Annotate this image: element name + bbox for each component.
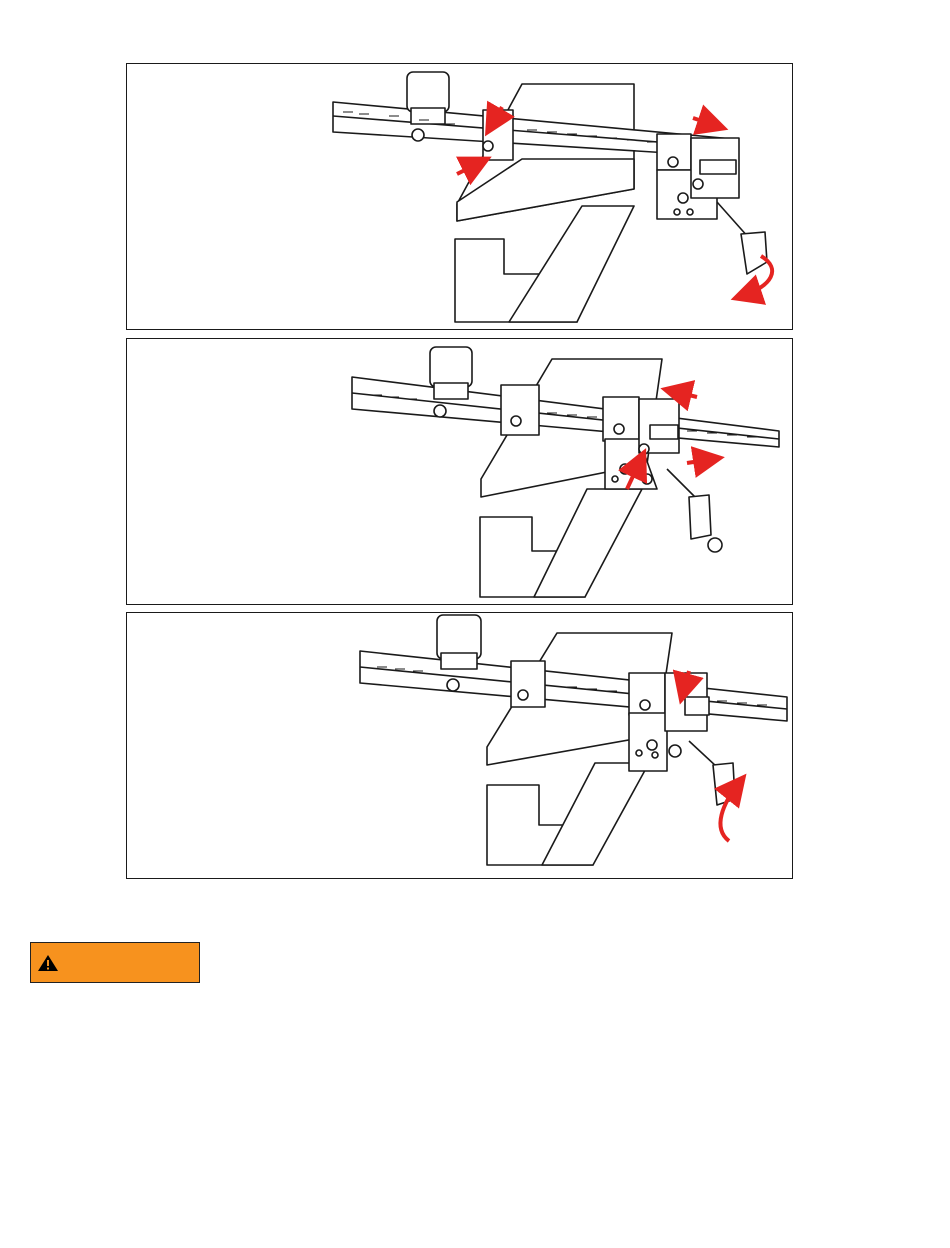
- clamp-block-left: [501, 385, 539, 435]
- clamp-pin: [685, 697, 709, 715]
- slide-left-arrow: [672, 391, 697, 397]
- knob: [430, 347, 472, 387]
- clamp-illustration-3: [127, 613, 793, 879]
- handle: [741, 232, 767, 274]
- clamp-illustration-2: [127, 339, 793, 605]
- clamp-pin: [650, 425, 678, 439]
- knob-base: [441, 653, 477, 669]
- slide-right-arrow: [693, 118, 717, 126]
- handle: [713, 763, 735, 805]
- clamp-block-left: [511, 661, 545, 707]
- beam-lower-flange: [509, 206, 634, 322]
- knob: [407, 72, 449, 112]
- knob-screw: [434, 405, 446, 417]
- clamp-pin: [700, 160, 736, 174]
- warning-triangle-icon: [37, 954, 59, 972]
- handle: [689, 495, 711, 539]
- beam-lower-flange: [534, 489, 642, 597]
- clamp-illustration-1: [127, 64, 793, 330]
- illustration-panel-step-1: [126, 63, 793, 330]
- knob-base: [411, 108, 445, 124]
- beam-lower-flange: [542, 763, 649, 865]
- illustration-panel-step-3: [126, 612, 793, 879]
- knob-screw: [412, 129, 424, 141]
- slide-right-arrow: [687, 459, 713, 463]
- knob-screw: [447, 679, 459, 691]
- warning-badge: [30, 942, 200, 983]
- illustration-panel-step-2: [126, 338, 793, 605]
- knob-base: [434, 383, 468, 399]
